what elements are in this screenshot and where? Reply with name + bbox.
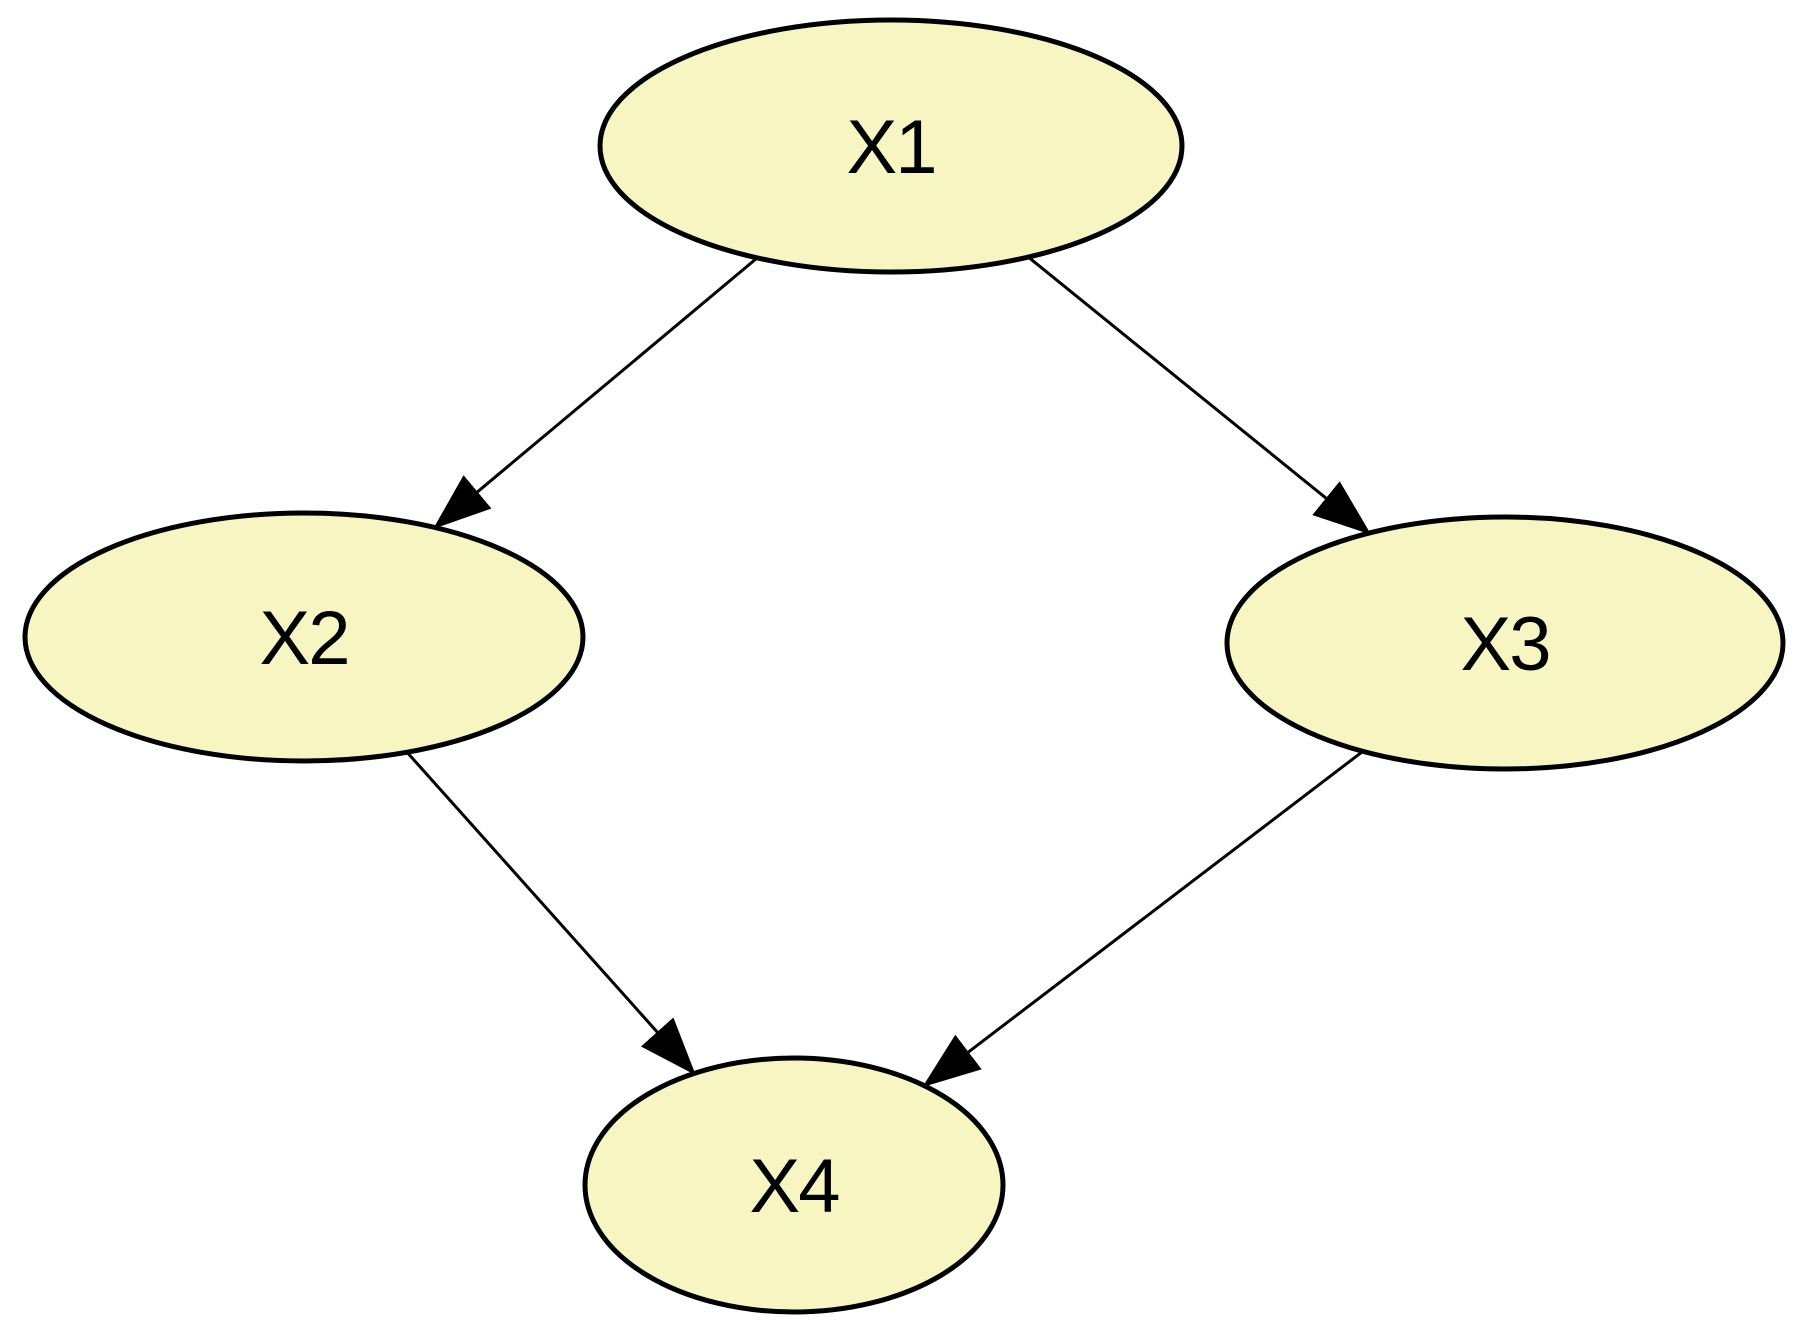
edge-x3-to-x4 bbox=[922, 750, 1364, 1088]
edge-x1-to-x2 bbox=[433, 256, 759, 530]
node-label-x1: X1 bbox=[847, 105, 936, 190]
node-ellipse-x1 bbox=[597, 17, 1185, 275]
edges-layer bbox=[405, 255, 1372, 1088]
node-ellipse-x4 bbox=[582, 1055, 1006, 1315]
node-ellipse-x3 bbox=[1224, 514, 1786, 772]
node-label-x3: X3 bbox=[1461, 602, 1550, 687]
node-x2: X2 bbox=[22, 510, 586, 764]
node-label-x2: X2 bbox=[260, 596, 349, 681]
node-x3: X3 bbox=[1224, 514, 1786, 772]
node-x4: X4 bbox=[582, 1055, 1006, 1315]
node-x1: X1 bbox=[597, 17, 1185, 275]
node-ellipse-x2 bbox=[22, 510, 586, 764]
edge-x2-to-x4 bbox=[405, 751, 696, 1076]
edge-x1-to-x3 bbox=[1027, 255, 1372, 535]
node-label-x4: X4 bbox=[750, 1144, 840, 1229]
